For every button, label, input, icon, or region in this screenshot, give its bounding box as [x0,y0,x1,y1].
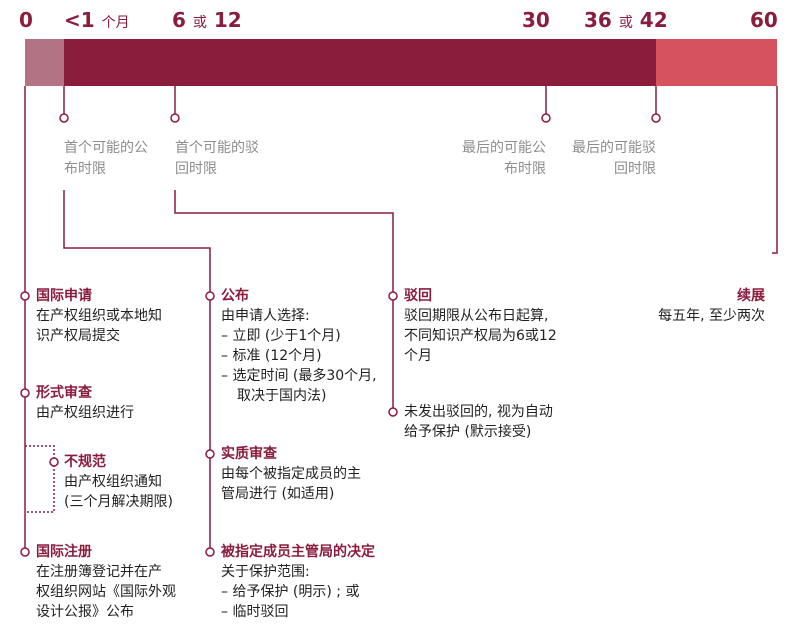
substantive-exam-title: 实质审查 [221,446,277,462]
box-renewal: 续展 每五年, 至少两次 [605,286,765,326]
bullet-publication [205,291,215,301]
tick-less-than-1-month: <1 个月 [64,8,130,32]
marker-circle-first-refusal [170,113,180,123]
bullet-irregularity [49,457,59,467]
marker-circle-last-publication [541,113,551,123]
publication-title: 公布 [221,288,249,304]
irregularity-title: 不规范 [64,454,106,470]
formal-exam-title: 形式审查 [36,385,92,401]
line-refusal-connector [174,190,394,412]
note-first-refusal: 首个可能的驳 回时限 [175,140,259,177]
tick-0: 0 [19,8,33,32]
box-irregularity: 不规范 由产权组织通知 (三个月解决期限) [64,452,204,512]
timeline-bar-main [64,39,656,86]
note-last-refusal: 最后的可能驳 回时限 [572,140,656,177]
note-first-publication: 首个可能的公 布时限 [64,140,148,177]
bullet-intl-registration [20,547,30,557]
timeline-bar-initial [25,39,64,86]
box-substantive-exam: 实质审查 由每个被指定成员的主 管局进行 (如适用) [221,444,381,504]
refusal-title: 驳回 [404,288,432,304]
bullet-formal-exam [20,388,30,398]
bullet-intl-application [20,291,30,301]
decision-title: 被指定成员主管局的决定 [221,544,375,560]
tick-30: 30 [522,8,550,32]
tick-36-or-42: 36 或 42 [584,8,668,32]
line-publication-connector [63,190,211,552]
note-last-publication: 最后的可能公 布时限 [462,140,546,177]
renewal-title: 续展 [737,288,765,304]
tick-60: 60 [750,8,778,32]
box-auto-protection: 未发出驳回的, 视为自动 给予保护 (默示接受) [404,404,553,440]
bullet-refusal [388,291,398,301]
timeline-bar-renewal [656,39,777,86]
box-formal-exam: 形式审查 由产权组织进行 [36,383,196,423]
tick-6-or-12: 6 或 12 [172,8,242,32]
bullet-decision [205,547,215,557]
box-intl-application: 国际申请 在产权组织或本地知 识产权局提交 [36,286,196,346]
line-renewal-connector [772,86,778,254]
marker-circle-first-publication [59,113,69,123]
irregularity-bracket [25,445,55,513]
intl-application-title: 国际申请 [36,288,92,304]
bullet-auto-protection [388,407,398,417]
box-publication: 公布 由申请人选择: – 立即 (少于1个月) – 标准 (12个月) – 选定… [221,286,381,406]
bullet-substantive-exam [205,449,215,459]
marker-circle-last-refusal [651,113,661,123]
box-decision: 被指定成员主管局的决定 关于保护范围: – 给予保护 (明示) ; 或 – 临时… [221,542,396,622]
intl-registration-title: 国际注册 [36,544,92,560]
box-refusal: 驳回 驳回期限从公布日起算, 不同知识产权局为6或12 个月 [404,286,584,366]
box-intl-registration: 国际注册 在注册簿登记并在产 权组织网站《国际外观 设计公报》公布 [36,542,196,622]
